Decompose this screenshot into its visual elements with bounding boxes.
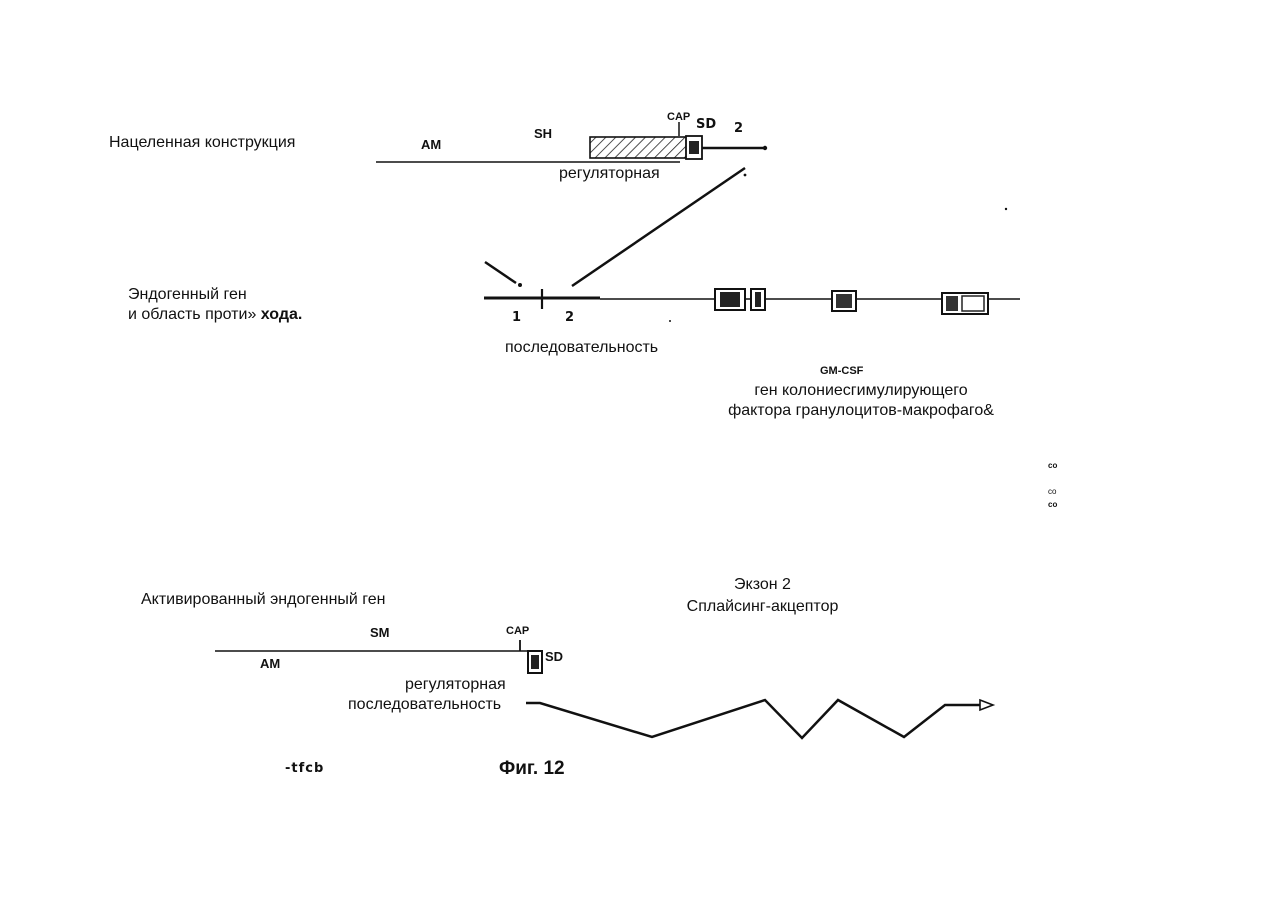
crossover-line-right xyxy=(572,168,745,286)
construct-tail-end xyxy=(763,146,767,150)
construct-sh-label: SH xyxy=(534,126,552,141)
splicing-zigzag xyxy=(526,700,985,738)
speck-2 xyxy=(669,320,671,322)
speck xyxy=(1005,208,1007,210)
endogenous-exon-boxes xyxy=(715,289,988,314)
activated-sd-label: SD xyxy=(545,649,563,664)
endogenous-title-line2-prefix: и область проти» xyxy=(128,306,256,323)
figure-caption: Фиг. 12 xyxy=(499,758,565,780)
splice-acceptor-label: Сплайсинг-акцептор xyxy=(660,598,865,616)
activated-cap-label: CAP xyxy=(506,625,529,637)
activated-exon2-label: Экзон 2 xyxy=(660,576,865,594)
activated-regulatory-line2: последовательность xyxy=(348,696,501,714)
margin-mark-3: co xyxy=(1048,500,1057,509)
construct-cap-label: CAP xyxy=(667,111,690,123)
exon-box-b-fill xyxy=(755,292,761,307)
gene-description-line1: ген колониесгимулирующего xyxy=(700,382,1022,400)
construct-sd-exon-fill xyxy=(689,141,699,154)
endogenous-sequence-label: последовательность xyxy=(505,339,658,357)
margin-mark-1: co xyxy=(1048,461,1057,470)
gene-description-line2: фактора гранулоцитов-макрофаго& xyxy=(700,402,1022,420)
activated-sm-label: SM xyxy=(370,625,390,640)
exon-box-d-fill xyxy=(946,296,958,311)
activated-title: Активированный эндогенный ген xyxy=(141,591,386,609)
activated-regulatory-line1: регуляторная xyxy=(405,676,506,694)
construct-sd-label: SD xyxy=(696,117,716,132)
construct-regulatory-label: регуляторная xyxy=(559,165,660,183)
splicing-arrowhead xyxy=(980,700,993,710)
construct-am-label: АМ xyxy=(421,137,441,152)
endogenous-title-line1: Эндогенный ген xyxy=(128,286,247,304)
exon-box-d-inner xyxy=(962,296,984,311)
margin-mark-2: co xyxy=(1048,487,1056,496)
crossover-line-left xyxy=(485,262,516,283)
handwritten-note: -tfcb xyxy=(285,761,324,776)
construct-regulatory-hatched-box xyxy=(590,137,688,158)
activated-sd-exon-fill xyxy=(531,655,539,669)
construct-title: Нацеленная конструкция xyxy=(109,134,295,152)
crossover-dot-right xyxy=(744,174,747,177)
crossover-dot-left xyxy=(518,283,522,287)
endogenous-exon2-label: 2 xyxy=(565,310,574,325)
endogenous-exon1-label: 1 xyxy=(512,310,521,325)
activated-am-label: АМ xyxy=(260,656,280,671)
exon-box-a-fill xyxy=(720,292,740,307)
endogenous-title-line2-bold: хода. xyxy=(261,306,303,323)
exon-box-c-fill xyxy=(836,294,852,308)
endogenous-title-line2: и область проти» хода. xyxy=(128,306,302,324)
gene-abbreviation: GM-CSF xyxy=(820,365,863,377)
construct-exon-label: 2 xyxy=(734,121,743,136)
